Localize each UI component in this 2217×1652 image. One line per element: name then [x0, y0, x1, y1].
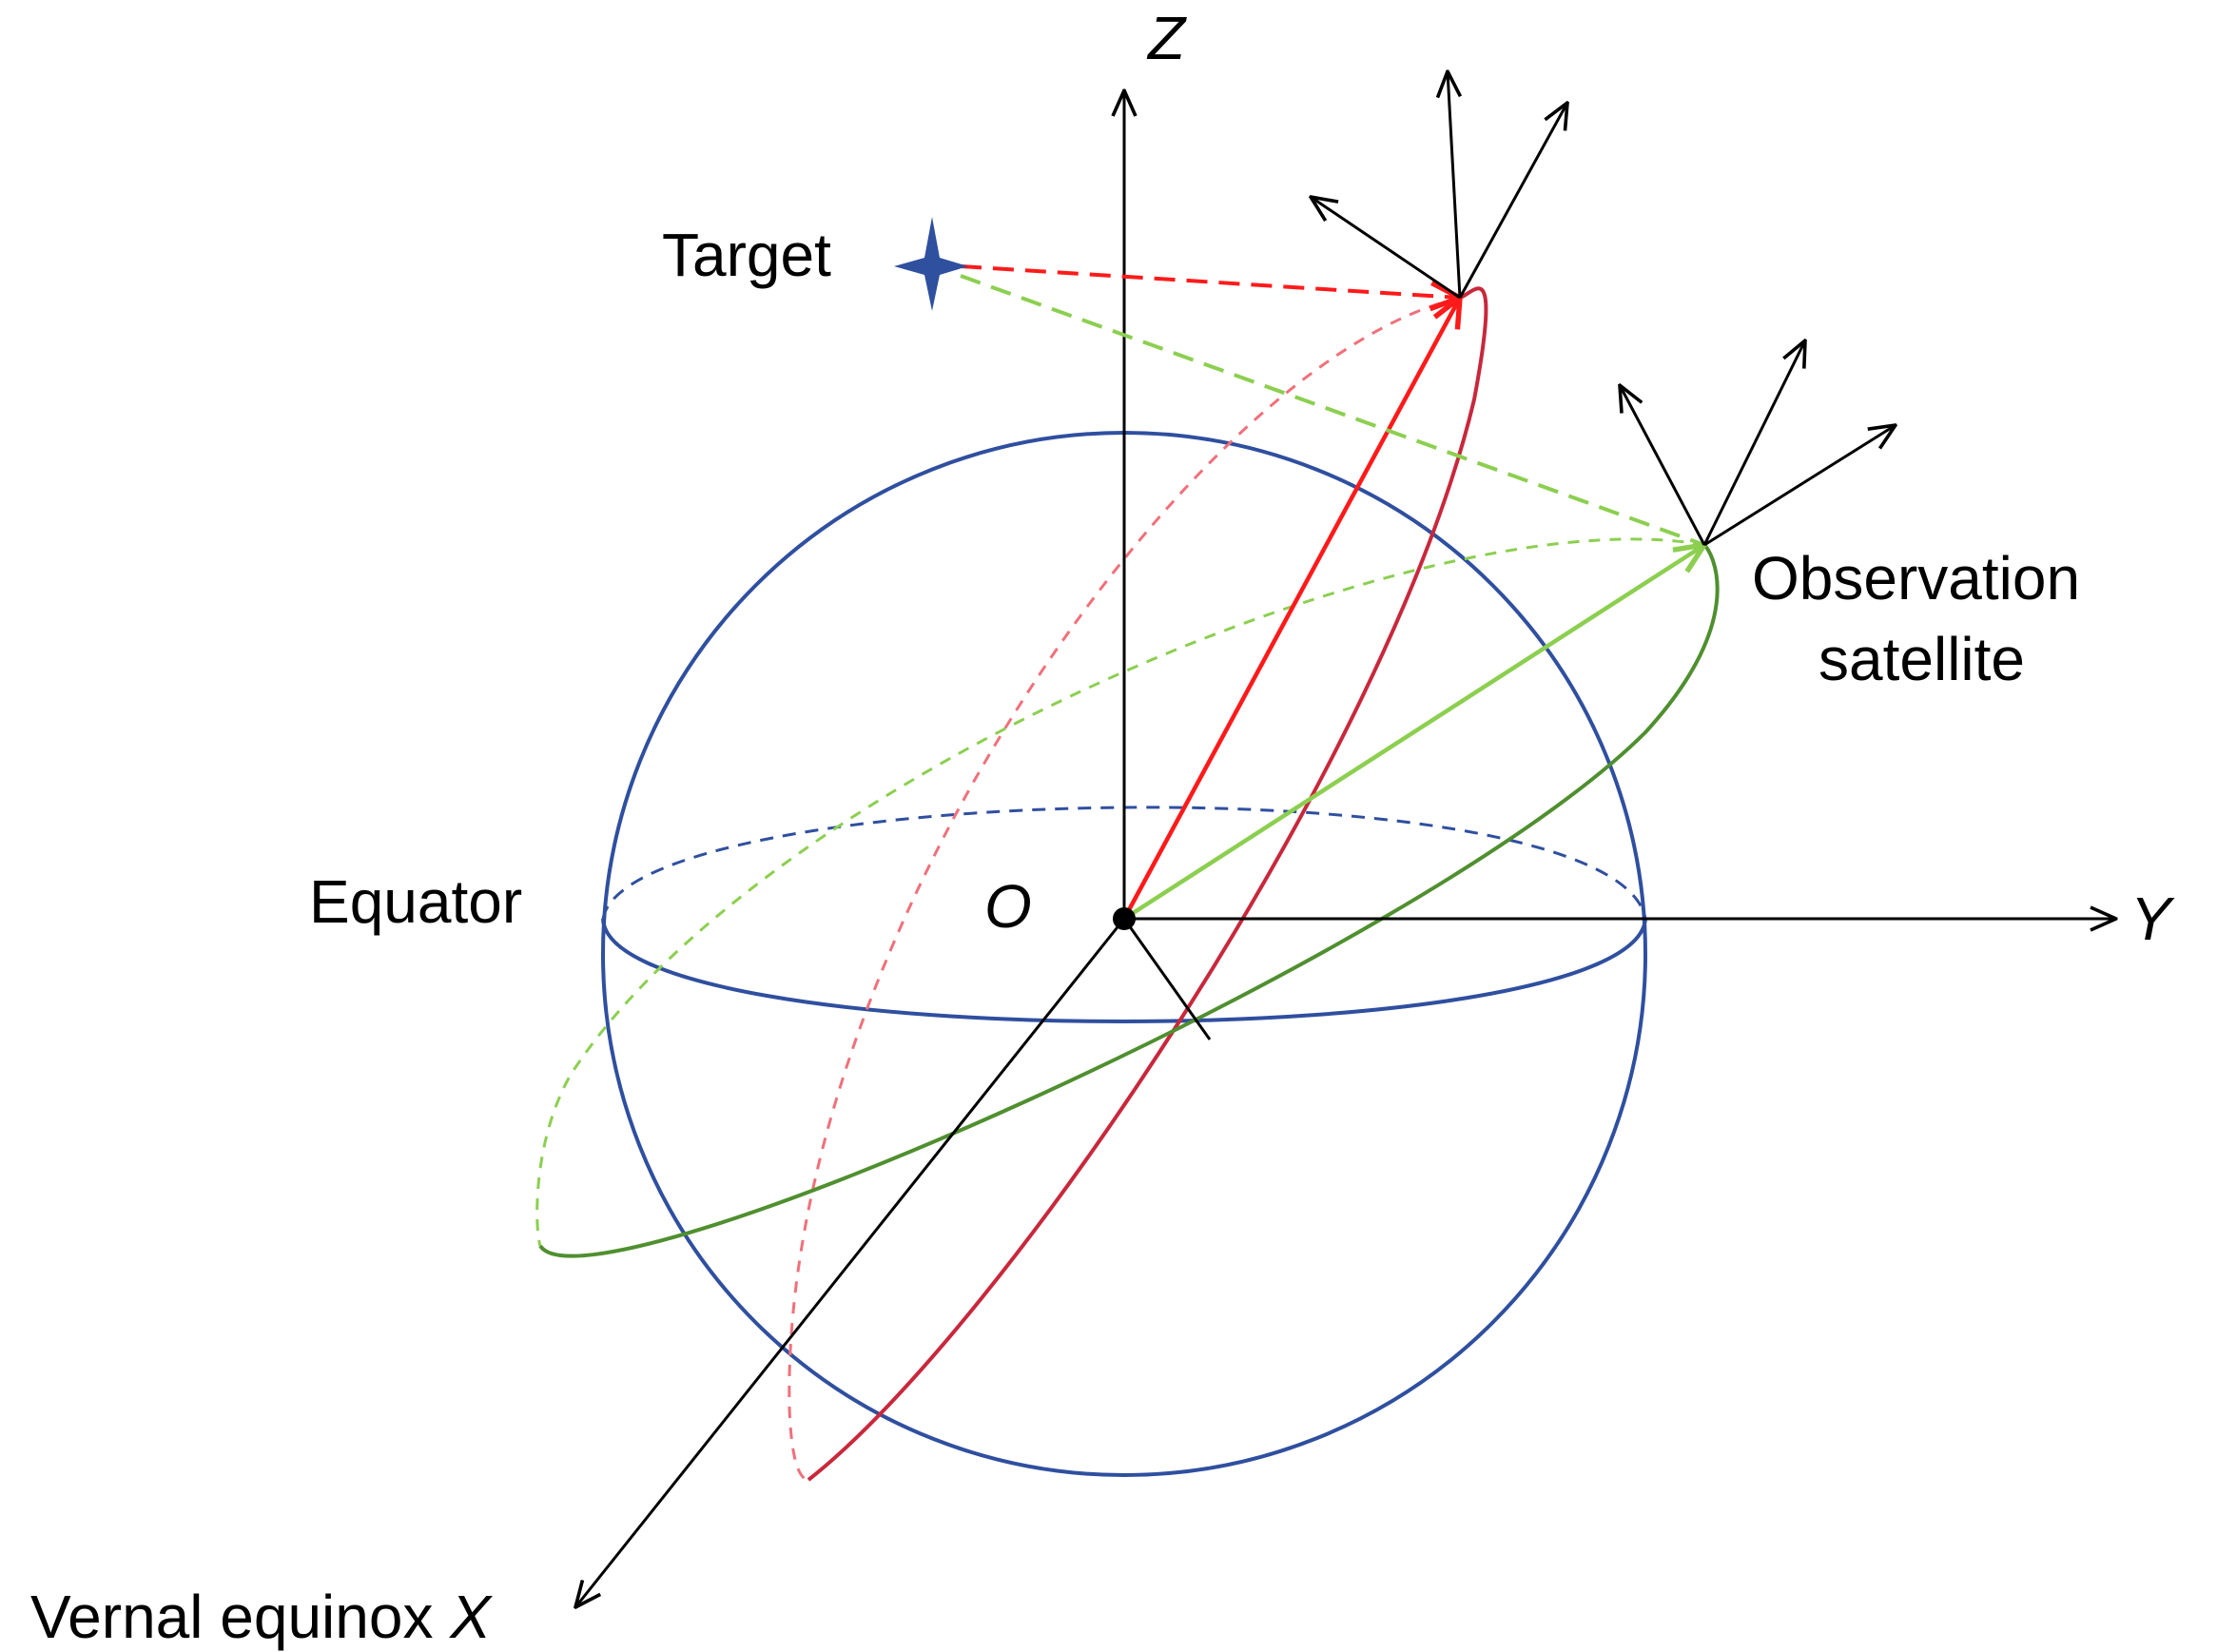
x-axis	[575, 918, 1126, 1607]
observer-satellite-frame	[1620, 340, 1896, 547]
target-line-of-sight-red	[960, 264, 1460, 298]
y-axis-label: Y	[2130, 884, 2175, 953]
satellite-label-line2: satellite	[1818, 625, 2025, 693]
target-satellite-frame	[1311, 71, 1567, 300]
x-axis-label: Vernal equinox X	[30, 1583, 493, 1651]
equator-label: Equator	[309, 867, 522, 936]
observer-orbit	[535, 537, 1720, 1258]
target-line-of-sight-green	[960, 274, 1705, 547]
frame-axis	[1448, 71, 1460, 299]
satellite-label-line1: Observation	[1752, 544, 2080, 612]
target-orbit-visible-arc	[807, 286, 1488, 1482]
observer-orbit-visible-arc	[538, 543, 1720, 1258]
target-orbit-hidden-arc	[788, 296, 1461, 1482]
observer-orbit-hidden-arc	[535, 537, 1705, 1247]
target-position-vector	[1122, 298, 1460, 921]
x-axis-label-letter: X	[448, 1583, 493, 1651]
frame-axis	[1703, 425, 1896, 547]
target-orbit	[788, 286, 1488, 1482]
observer-position-vector	[1122, 545, 1704, 921]
origin-label: O	[984, 872, 1032, 941]
frame-axis	[1458, 103, 1567, 299]
frame-axis	[1311, 197, 1461, 300]
frame-axis	[1620, 385, 1706, 546]
x-axis-label-text: Vernal equinox	[30, 1583, 433, 1651]
z-axis-label: Z	[1146, 4, 1187, 72]
equator-back-arc	[601, 806, 1647, 920]
reference-axes	[575, 90, 2116, 1607]
target-label: Target	[662, 221, 831, 289]
node-line	[1122, 918, 1212, 1040]
equator-front-arc	[601, 918, 1647, 1023]
four-point-star-icon	[894, 217, 968, 311]
filled-dot-icon	[1113, 907, 1136, 930]
frame-axis	[1702, 340, 1805, 546]
x-axis-label-space	[433, 1583, 450, 1651]
